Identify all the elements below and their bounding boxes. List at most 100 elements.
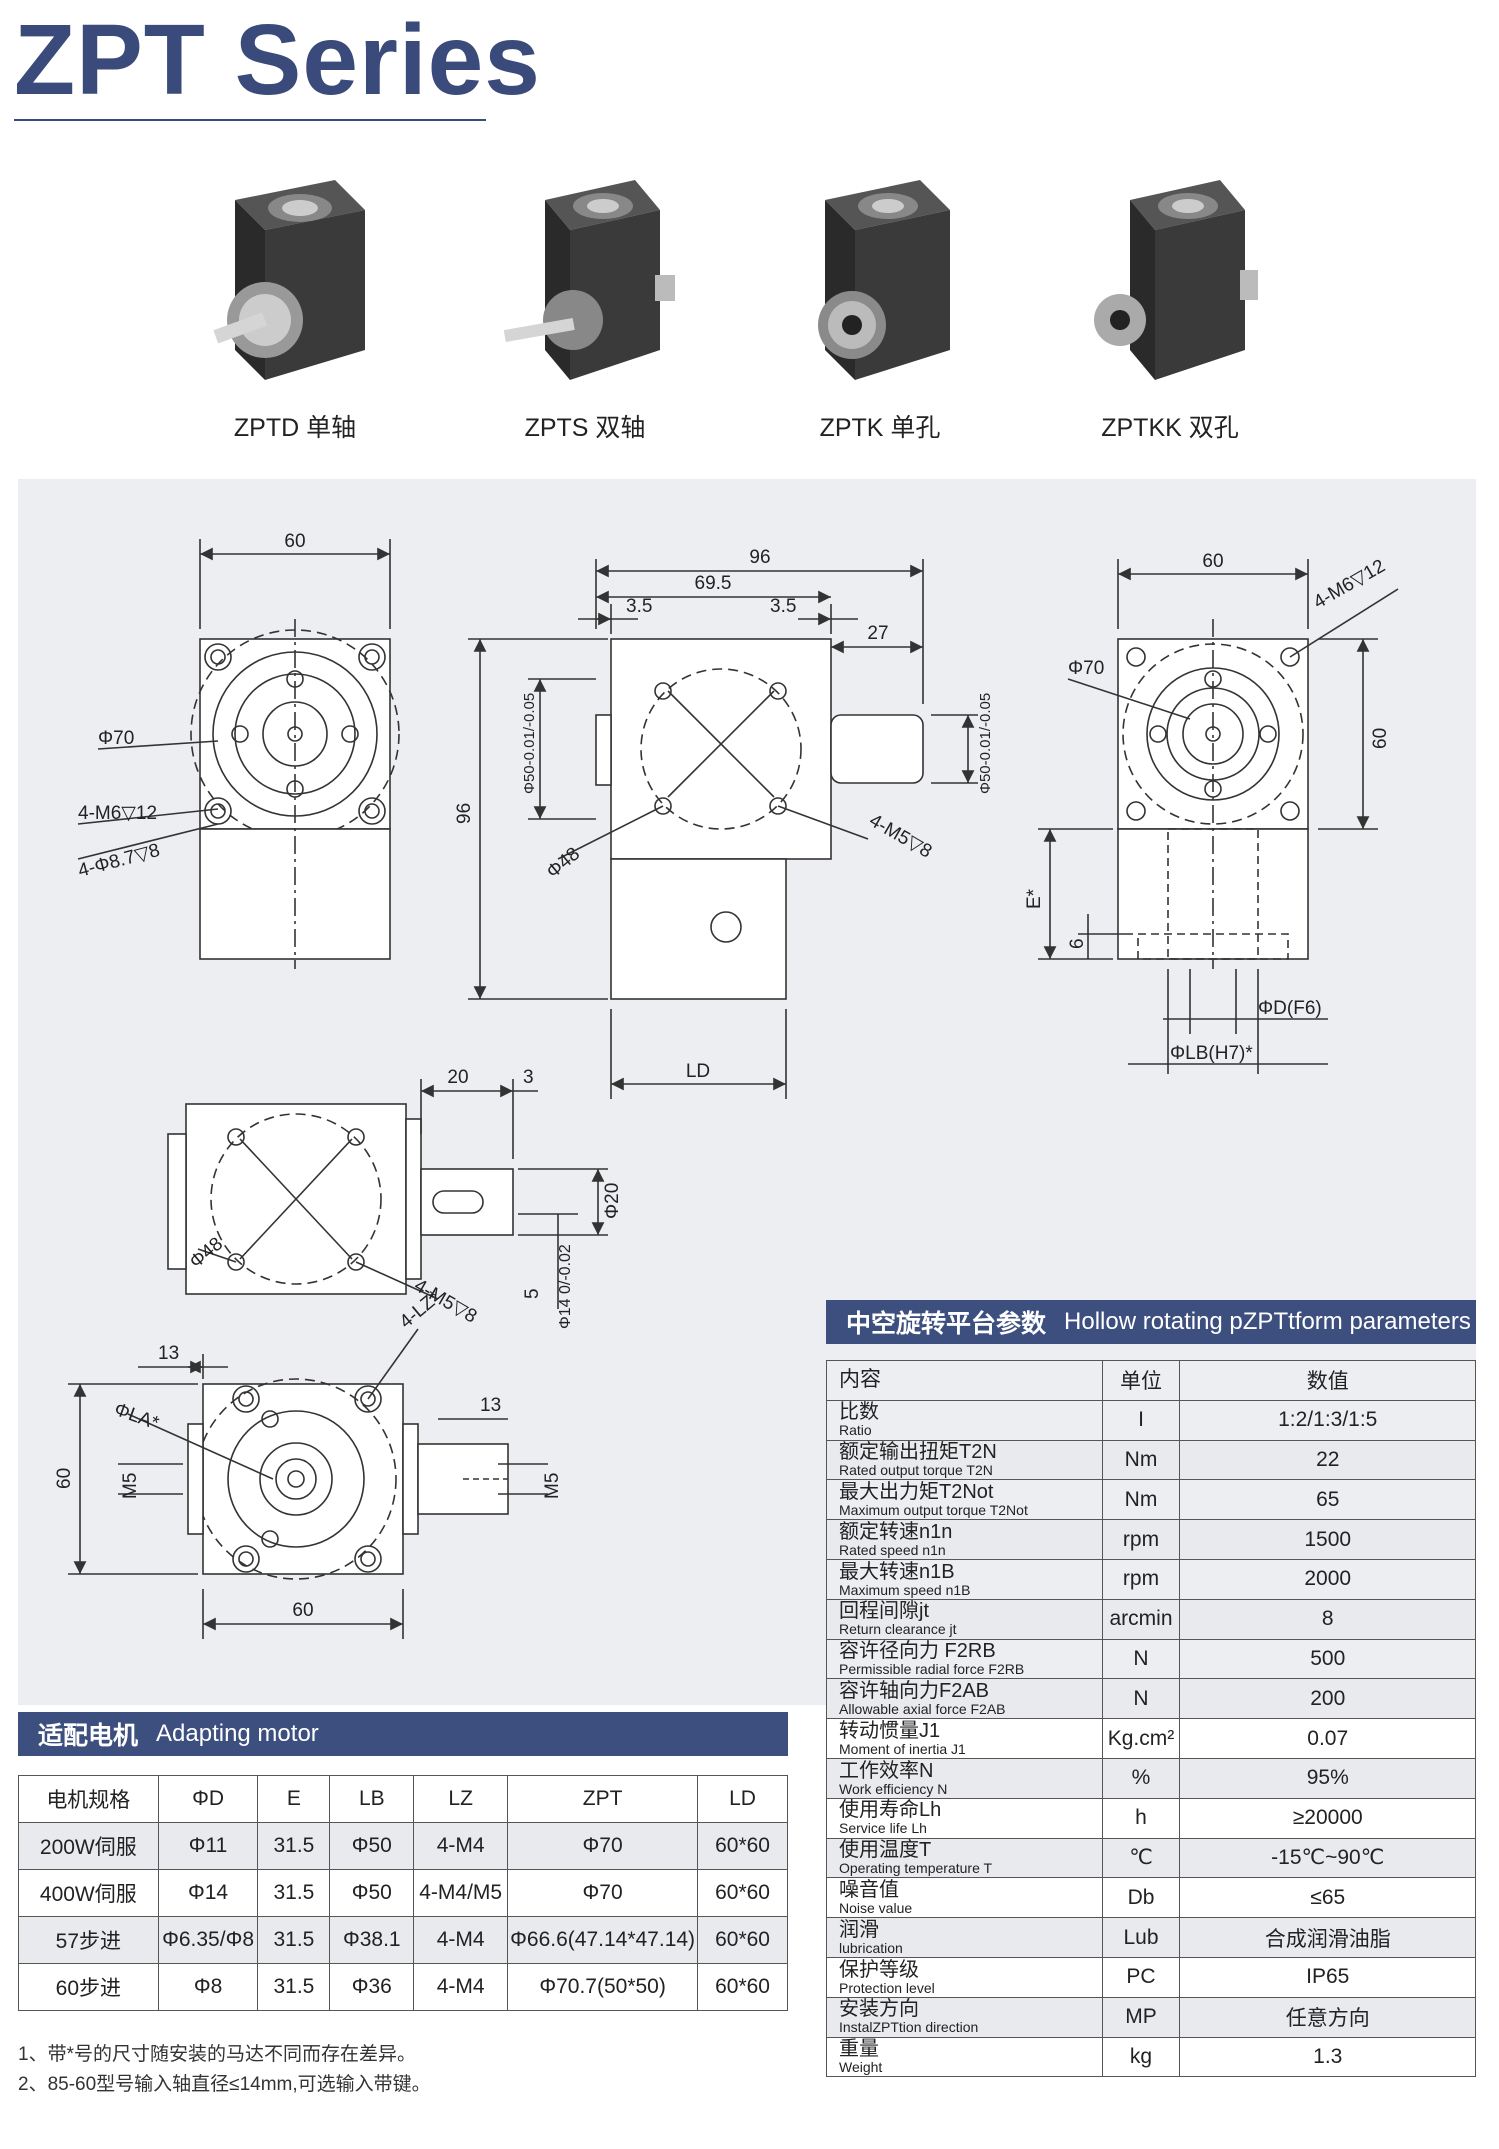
params-item-en: Maximum output torque T2Not — [839, 1501, 1028, 1518]
dim-front-tap: 4-M6▽12 — [78, 803, 157, 824]
params-item-en: Allowable axial force F2AB — [839, 1700, 1006, 1717]
motor-cell: 4-M4 — [413, 1822, 509, 1870]
params-value: 1:2/1:3/1:5 — [1179, 1399, 1476, 1441]
motor-header-zpt: ZPT — [507, 1775, 699, 1823]
params-value: 65 — [1179, 1479, 1476, 1521]
params-item-en: Work efficiency N — [839, 1780, 948, 1797]
dim-mid-five: 5 — [522, 1288, 543, 1299]
params-unit: Nm — [1101, 1479, 1181, 1521]
params-value: ≤65 — [1179, 1877, 1476, 1919]
zptd-image — [213, 180, 365, 380]
dim-mid-key: 3 — [523, 1067, 534, 1088]
params-header-value: 数值 — [1179, 1360, 1476, 1401]
params-unit: rpm — [1101, 1519, 1181, 1560]
dim-bot-height: 60 — [54, 1468, 75, 1489]
motor-cell: 60*60 — [697, 1963, 788, 2011]
params-item-en: Rated output torque T2N — [839, 1462, 993, 1479]
params-item-en: Service life Lh — [839, 1820, 927, 1837]
params-item-cn: 润滑 — [839, 1918, 879, 1941]
dim-mid-dia: Φ20 — [602, 1183, 623, 1219]
params-unit: kg — [1101, 2036, 1181, 2078]
params-item-cn: 最大出力矩T2Not — [839, 1480, 994, 1503]
dim-side-ld: LD — [686, 1061, 710, 1082]
params-title-cn: 中空旋转平台参数 — [846, 1309, 1047, 1338]
dim-bot-la: ΦLA* — [111, 1399, 162, 1435]
motor-cell: 31.5 — [257, 1916, 331, 1964]
dim-side-tap: 4-M5▽8 — [866, 810, 936, 862]
motor-title-en: Adapting motor — [156, 1720, 319, 1747]
params-item-cn: 容许轴向力F2AB — [839, 1679, 990, 1702]
dim-right-six: 6 — [1067, 938, 1088, 949]
motor-cell: 57步进 — [18, 1916, 159, 1964]
motor-header-d: ΦD — [157, 1775, 259, 1823]
params-item-cn: 回程间隙jt — [839, 1600, 929, 1623]
params-header-content: 内容 — [826, 1360, 1103, 1401]
dim-side-gap-right: 3.5 — [770, 596, 796, 617]
footnote-1: 1、带*号的尺寸随安装的马达不同而存在差异。 — [18, 2044, 416, 2065]
params-item-en: Ratio — [839, 1422, 872, 1439]
dim-front-hole: 4-Φ8.7▽8 — [76, 840, 162, 882]
params-item-cn: 噪音值 — [839, 1878, 899, 1901]
params-item-en: Maximum speed n1B — [839, 1581, 971, 1598]
params-unit: N — [1101, 1638, 1181, 1680]
motor-cell: Φ11 — [157, 1822, 259, 1870]
motor-header-spec: 电机规格 — [18, 1775, 159, 1823]
motor-cell: Φ50 — [329, 1869, 415, 1917]
params-item-cn: 工作效率N — [839, 1759, 934, 1782]
dim-right-width: 60 — [1202, 551, 1223, 572]
params-item-en: lubrication — [839, 1939, 903, 1956]
zptk-image — [818, 180, 950, 380]
motor-header-lb: LB — [329, 1775, 415, 1823]
params-item-en: InstalZPTtion direction — [839, 2019, 979, 2036]
motor-cell: Φ8 — [157, 1963, 259, 2011]
params-item-en: Moment of inertia J1 — [839, 1740, 966, 1757]
motor-cell: Φ14 — [157, 1869, 259, 1917]
params-item-cn: 容许径向力 F2RB — [839, 1640, 996, 1663]
params-value: -15℃~90℃ — [1179, 1837, 1476, 1879]
params-header-band: 中空旋转平台参数 Hollow rotating pZPTtform param… — [826, 1300, 1476, 1344]
product-zptd: ZPTD 单轴 — [185, 170, 405, 444]
params-unit: arcmin — [1101, 1598, 1181, 1640]
dim-mid-shaft-dia: Φ14 0/-0.02 — [557, 1244, 574, 1329]
motor-cell: Φ38.1 — [329, 1916, 415, 1964]
params-item-en: Rated speed n1n — [839, 1541, 946, 1558]
page-title: ZPT Series — [14, 4, 541, 116]
params-value: 500 — [1179, 1638, 1476, 1680]
dim-front-circle: Φ70 — [98, 728, 134, 749]
product-label: ZPTS 双轴 — [524, 414, 646, 442]
params-item-cn: 重量 — [839, 2038, 879, 2061]
footnotes: 1、带*号的尺寸随安装的马达不同而存在差异。 2、85-60型号输入轴直径≤14… — [18, 2040, 431, 2100]
dim-side-pilot-right: Φ50-0.01/-0.05 — [977, 693, 994, 794]
params-item-cn: 额定输出扭矩T2N — [839, 1441, 997, 1464]
params-value: 2000 — [1179, 1558, 1476, 1600]
dim-front-width: 60 — [284, 531, 305, 552]
dim-side-width: 96 — [749, 547, 770, 568]
params-unit: ℃ — [1101, 1837, 1181, 1879]
product-label: ZPTK 单孔 — [819, 414, 941, 442]
zpts-image — [503, 180, 675, 380]
dim-bot-m5-right: M5 — [542, 1473, 563, 1499]
params-item-cn: 保护等级 — [839, 1958, 919, 1981]
params-unit: Db — [1101, 1877, 1181, 1919]
params-item-en: Operating temperature T — [839, 1860, 993, 1877]
